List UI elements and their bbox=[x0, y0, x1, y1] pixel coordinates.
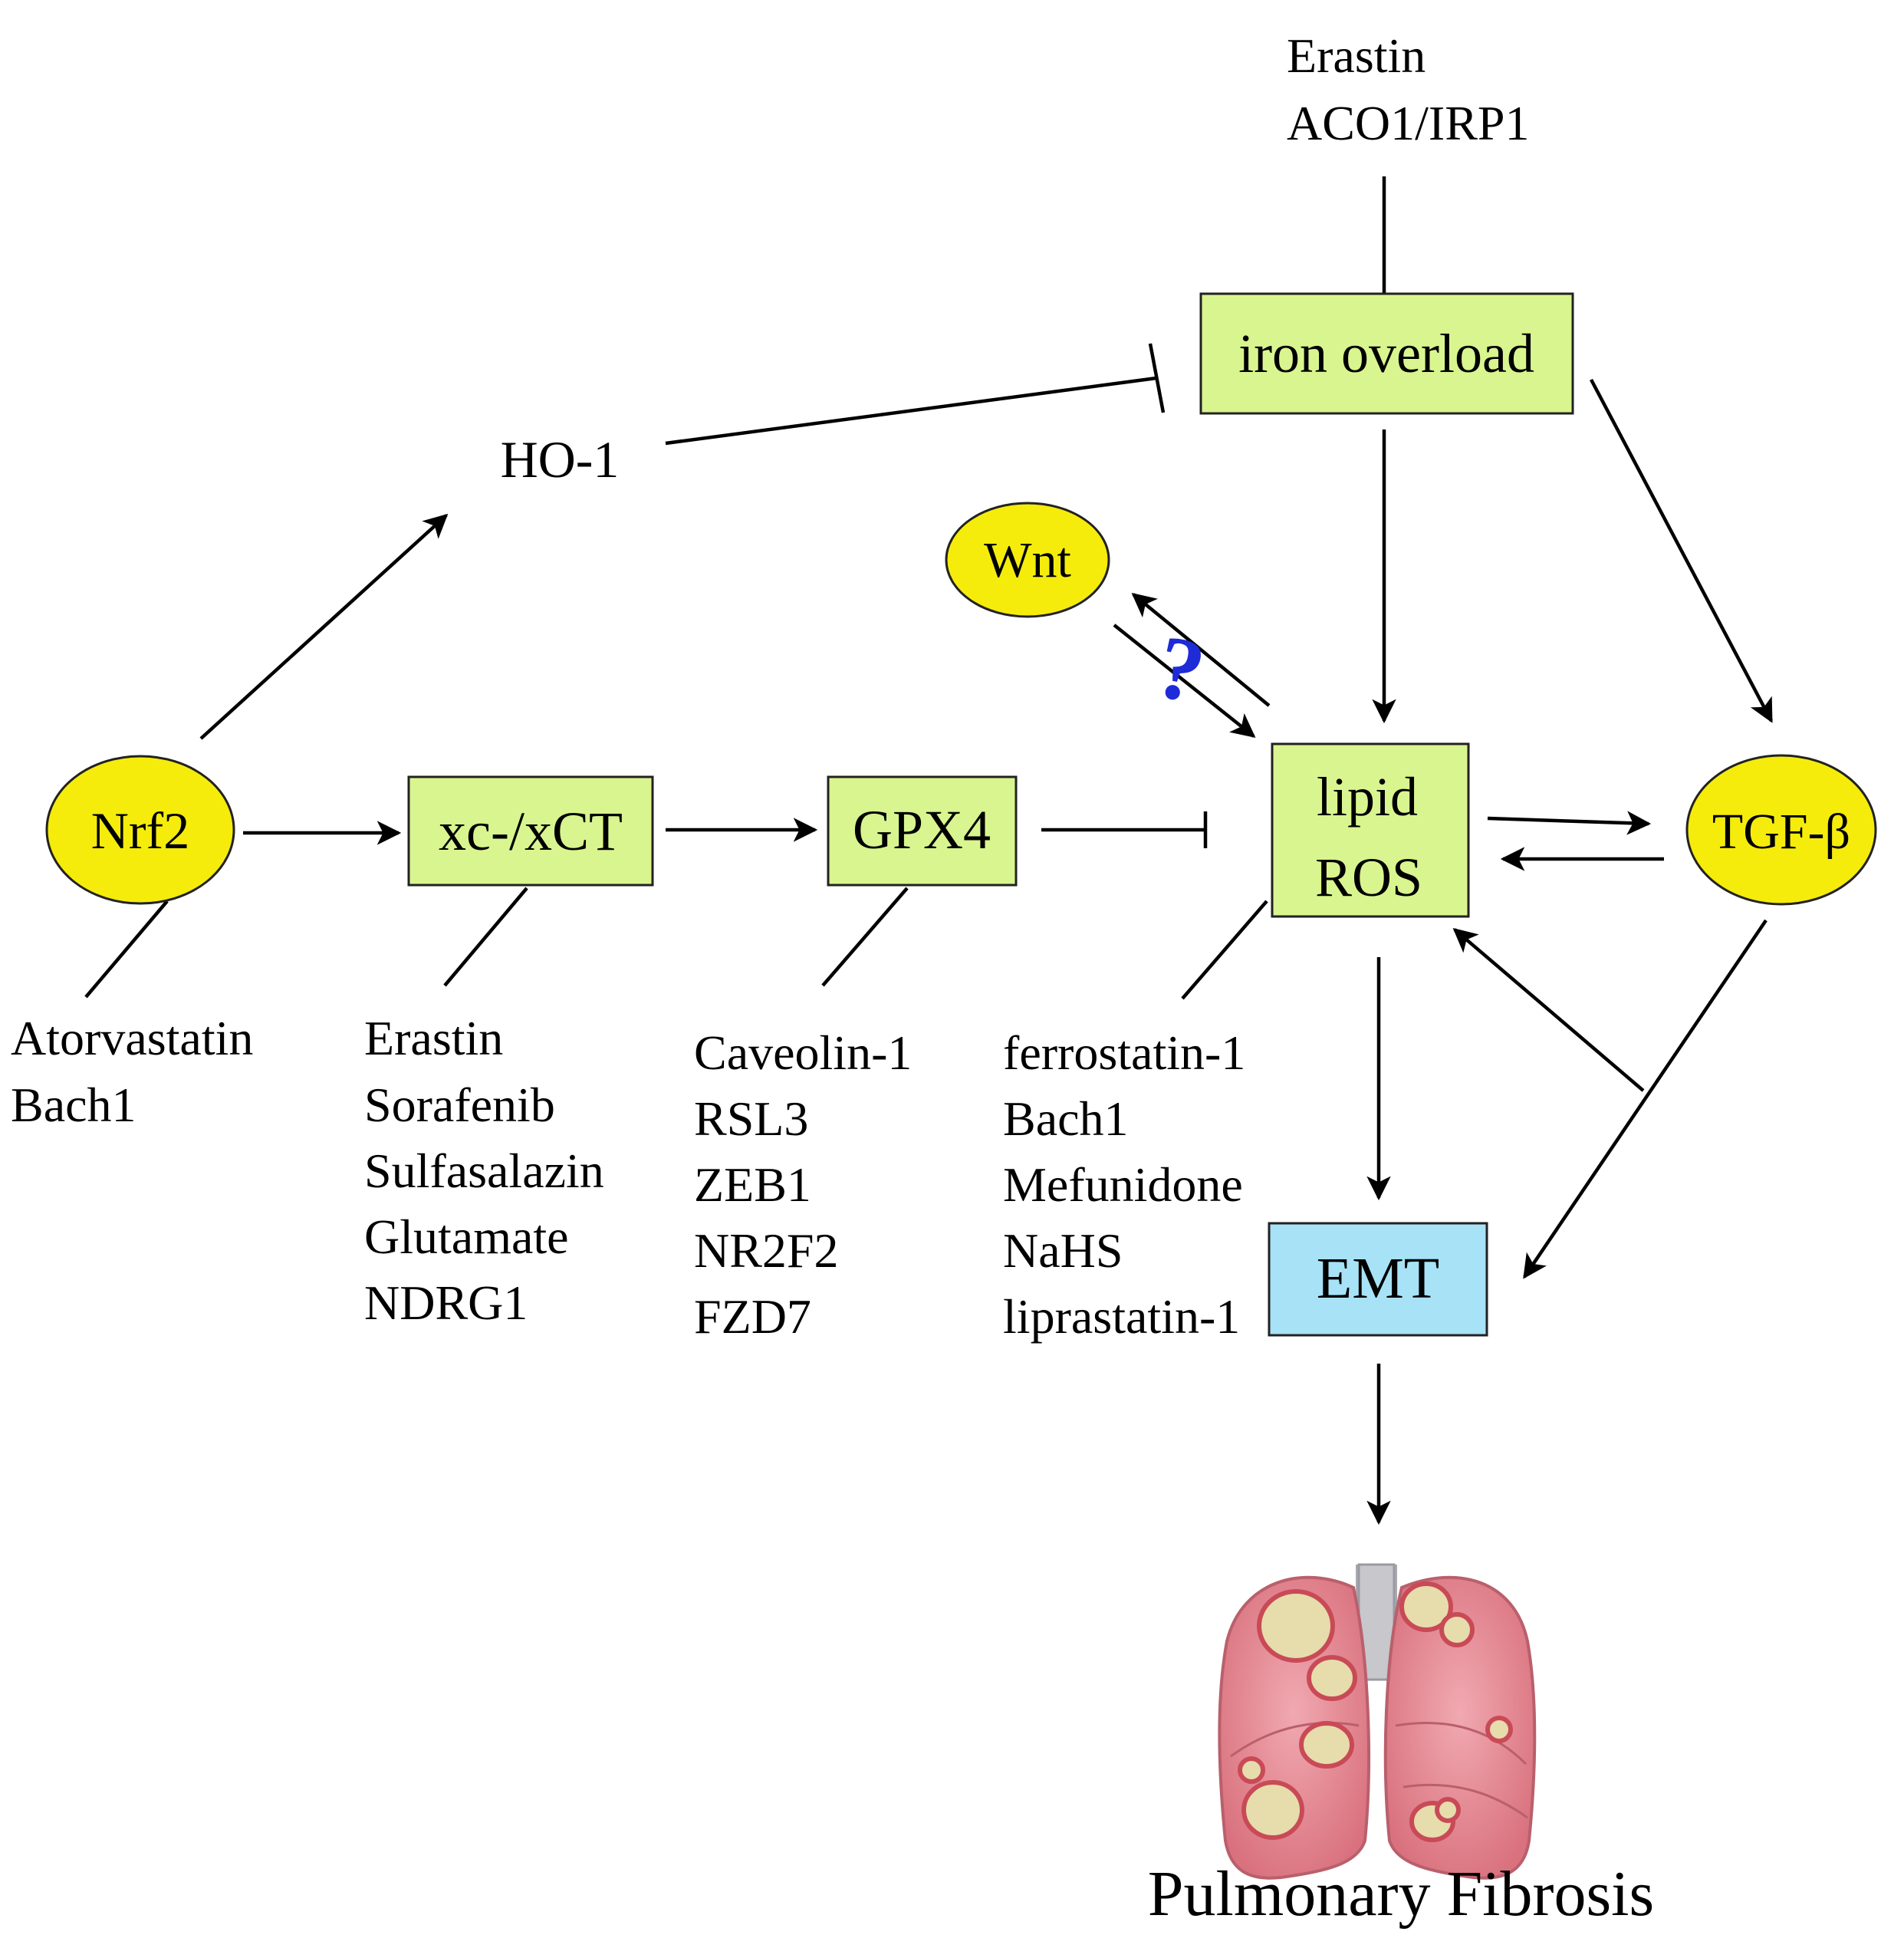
regulators-lipid-ros: ferrostatin-1 Bach1 Mefunidone NaHS lipr… bbox=[1003, 1025, 1245, 1344]
edge-ros-regulators bbox=[1181, 900, 1268, 1000]
lesion bbox=[1299, 1721, 1354, 1769]
node-gpx4: GPX4 bbox=[827, 775, 1018, 887]
regulator-item: liprastatin-1 bbox=[1003, 1289, 1240, 1344]
lobe-fissure bbox=[1230, 1721, 1360, 1758]
node-tgf-beta: TGF-β bbox=[1685, 754, 1877, 906]
lesion bbox=[1485, 1716, 1513, 1743]
tgf-beta-label: TGF-β bbox=[1712, 804, 1850, 860]
regulator-item: ACO1/IRP1 bbox=[1287, 96, 1530, 150]
regulator-item: RSL3 bbox=[694, 1091, 808, 1146]
regulator-item: Erastin bbox=[1287, 28, 1426, 83]
lung-illustration bbox=[1218, 1563, 1537, 1880]
lesion bbox=[1241, 1780, 1304, 1840]
regulators-xct: Erastin Sorafenib Sulfasalazin Glutamate… bbox=[364, 1011, 604, 1330]
edge-nrf2-regulators bbox=[84, 900, 169, 999]
regulator-item: Mefunidone bbox=[1003, 1157, 1243, 1212]
node-emt: EMT bbox=[1268, 1222, 1488, 1337]
regulator-item: Caveolin-1 bbox=[694, 1025, 912, 1080]
edge-ros-to-wnt bbox=[1131, 593, 1271, 707]
lesion bbox=[1439, 1612, 1475, 1647]
xct-label: xc-/xCT bbox=[439, 801, 623, 862]
edge-ros-to-tgf bbox=[1487, 811, 1652, 835]
lesion bbox=[1238, 1756, 1265, 1784]
node-wnt: Wnt bbox=[945, 502, 1110, 618]
regulator-item: NR2F2 bbox=[694, 1223, 839, 1278]
regulator-item: Bach1 bbox=[1003, 1091, 1129, 1146]
edge-iron-to-tgf bbox=[1590, 378, 1773, 723]
lobe-fissure bbox=[1395, 1722, 1527, 1766]
regulator-item: Sorafenib bbox=[364, 1078, 555, 1132]
iron-overload-label: iron overload bbox=[1238, 323, 1534, 384]
regulator-item: NDRG1 bbox=[364, 1275, 528, 1330]
edge-ho1-inhibits-iron bbox=[665, 376, 1157, 446]
lesion bbox=[1399, 1581, 1453, 1632]
nrf2-label: Nrf2 bbox=[91, 801, 189, 860]
edge-wnt-to-ros bbox=[1113, 624, 1256, 738]
wnt-label: Wnt bbox=[984, 532, 1071, 588]
lipid-ros-line1: lipid bbox=[1317, 766, 1418, 828]
edge-ho1-inhibits-iron-bar bbox=[1148, 343, 1166, 413]
lesion bbox=[1257, 1589, 1335, 1663]
edge-xct-regulators bbox=[443, 887, 528, 987]
regulators-iron-overload: Erastin ACO1/IRP1 bbox=[1287, 28, 1530, 150]
regulators-nrf2: Atorvastatin Bach1 bbox=[11, 1011, 253, 1132]
fibrotic-lesions bbox=[1238, 1581, 1513, 1842]
node-iron-overload: iron overload bbox=[1199, 292, 1574, 415]
regulator-item: ferrostatin-1 bbox=[1003, 1025, 1245, 1080]
lobe-fissure bbox=[1403, 1783, 1528, 1819]
emt-label: EMT bbox=[1317, 1246, 1439, 1311]
regulator-item: Bach1 bbox=[11, 1078, 136, 1132]
regulator-item: Erastin bbox=[364, 1011, 503, 1065]
regulator-item: ZEB1 bbox=[694, 1157, 811, 1212]
edge-gpx4-regulators bbox=[821, 887, 909, 987]
node-xct: xc-/xCT bbox=[407, 775, 654, 887]
regulator-item: Glutamate bbox=[364, 1209, 569, 1264]
edge-nrf2-to-ho1 bbox=[199, 513, 449, 740]
edge-tgf-to-emt bbox=[1523, 919, 1768, 1279]
node-lipid-ros: lipid ROS bbox=[1271, 742, 1470, 918]
lesion bbox=[1307, 1655, 1357, 1701]
regulator-item: NaHS bbox=[1003, 1223, 1123, 1278]
ho1-label: HO-1 bbox=[501, 430, 620, 489]
node-nrf2: Nrf2 bbox=[45, 755, 235, 905]
regulators-gpx4: Caveolin-1 RSL3 ZEB1 NR2F2 FZD7 bbox=[694, 1025, 912, 1344]
regulator-item: Atorvastatin bbox=[11, 1011, 253, 1065]
gpx4-label: GPX4 bbox=[853, 799, 991, 861]
edges bbox=[84, 176, 1773, 1525]
outcome-label: Pulmonary Fibrosis bbox=[1148, 1858, 1654, 1930]
question-mark: ? bbox=[1148, 615, 1213, 722]
edge-tgf-branch-to-ros bbox=[1452, 927, 1645, 1092]
lesion bbox=[1435, 1797, 1461, 1823]
regulator-item: FZD7 bbox=[694, 1289, 811, 1344]
lipid-ros-line2: ROS bbox=[1315, 847, 1422, 908]
regulator-item: Sulfasalazin bbox=[364, 1144, 604, 1198]
